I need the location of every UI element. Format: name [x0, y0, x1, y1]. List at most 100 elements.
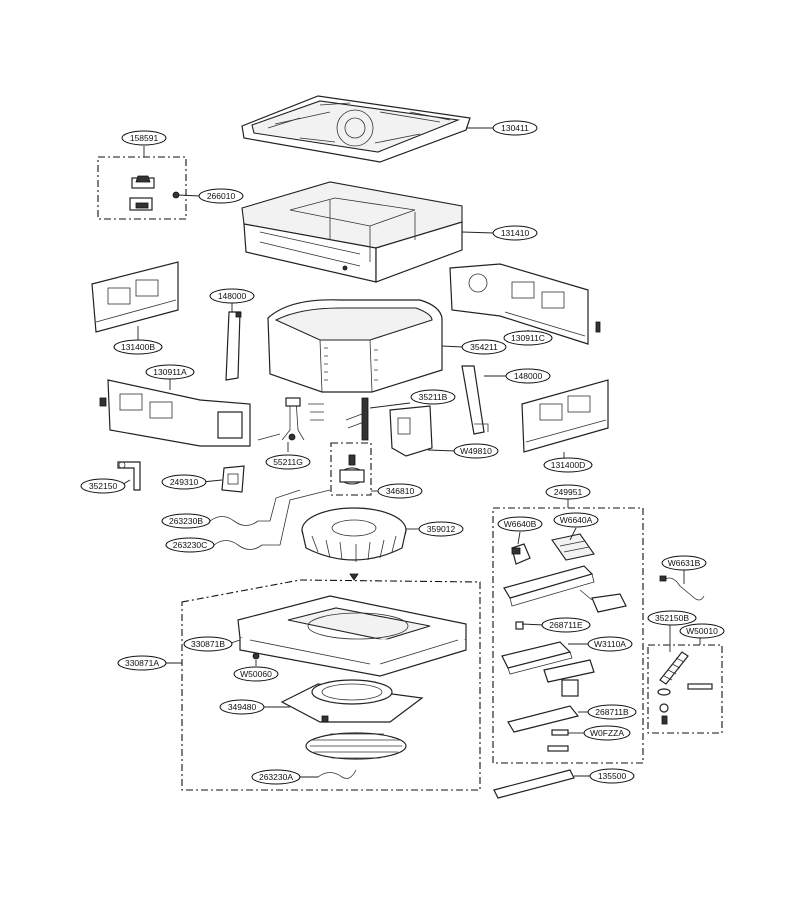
heat-exchanger-part: [267, 299, 443, 393]
pump-part: [221, 465, 245, 493]
callout-131400B: 131400B: [113, 339, 163, 355]
callout-268711E: 268711E: [541, 617, 591, 633]
screw-w50060-part: [252, 652, 260, 660]
side-panel-d-part: [521, 379, 609, 453]
callout-label: 130411: [501, 123, 529, 133]
side-panel-c-part: [449, 263, 601, 345]
side-panel-a-part: [99, 379, 251, 447]
wire-263230b-part: [209, 489, 301, 526]
cable-w6631b-part: [659, 575, 705, 601]
callout-label: 35211B: [419, 392, 448, 402]
bell-mouth-part: [280, 679, 424, 723]
terminal-268711e-part: [515, 621, 524, 630]
callout-label: 268711B: [595, 707, 629, 717]
callout-359012: 359012: [418, 521, 464, 537]
group-box-motor: [330, 442, 372, 496]
callout-349480: 349480: [219, 699, 265, 715]
callout-55211G: 55211G: [265, 454, 311, 470]
callout-263230B: 263230B: [161, 513, 211, 529]
callout-W50060: W50060: [233, 666, 279, 682]
control-box-part: [503, 565, 595, 607]
callout-label: 346810: [386, 486, 415, 496]
wire-263230c-part: [213, 489, 331, 550]
arrow-marker: [349, 573, 359, 581]
callout-148000-upper: 148000: [209, 288, 255, 304]
front-grille-part: [241, 95, 471, 163]
group-box-accessory-kit: [647, 644, 723, 734]
bracket-148000-left-part: [225, 311, 242, 381]
fuse-w0fzza-part: [547, 729, 569, 752]
callout-W6640B: W6640B: [497, 516, 543, 532]
callout-label: 131400D: [551, 460, 586, 470]
callout-label: 249951: [554, 487, 583, 497]
callout-label: 268711E: [549, 620, 583, 630]
callout-label: 359012: [427, 524, 456, 534]
control-bracket-part: [129, 175, 180, 211]
terminal-block-w3110a-part: [501, 641, 573, 675]
callout-label: 263230C: [173, 540, 208, 550]
callout-35211B: 35211B: [410, 389, 456, 405]
callout-158591: 158591: [121, 130, 167, 146]
callout-label: W49810: [460, 446, 492, 456]
callout-249310: 249310: [161, 474, 207, 490]
base-frame-part: [237, 595, 467, 677]
callout-label: 263230A: [259, 772, 293, 782]
callout-330871A: 330871A: [117, 655, 167, 671]
callout-label: W3110A: [594, 639, 626, 649]
callout-266010: 266010: [198, 188, 244, 204]
callout-label: W6640A: [560, 515, 593, 525]
drain-hose-352150b-part: [659, 651, 689, 685]
callout-label: 148000: [514, 371, 543, 381]
callout-W3110A: W3110A: [587, 636, 633, 652]
callout-130911C: 130911C: [503, 330, 553, 346]
callout-label: 352150: [89, 481, 118, 491]
callout-131410: 131410: [492, 225, 538, 241]
callout-label: 131410: [501, 228, 530, 238]
callout-352150: 352150: [80, 478, 126, 494]
callout-263230A: 263230A: [251, 769, 301, 785]
callout-268711B: 268711B: [587, 704, 637, 720]
callout-130911A: 130911A: [145, 364, 195, 380]
callout-label: 148000: [218, 291, 247, 301]
callout-346810: 346810: [377, 483, 423, 499]
callout-label: 330871B: [191, 639, 225, 649]
callout-label: 354211: [470, 342, 498, 352]
callout-label: 55211G: [273, 457, 303, 467]
callout-135500: 135500: [589, 768, 635, 784]
group-box-base-assembly: [181, 579, 481, 791]
callout-263230C: 263230C: [165, 537, 215, 553]
cabinet-top-part: [241, 181, 463, 283]
callout-W0FZZA: W0FZZA: [583, 725, 631, 741]
fan-motor-part: [339, 454, 365, 485]
callout-label: 263230B: [169, 516, 203, 526]
display-board-part: [579, 589, 627, 613]
callout-W6640A: W6640A: [553, 512, 599, 528]
callout-label: W0FZZA: [590, 728, 624, 738]
drain-cover-part: [389, 405, 433, 457]
side-panel-b-part: [91, 261, 179, 333]
callout-label: 131400B: [121, 342, 155, 352]
turbo-fan-part: [301, 507, 407, 562]
cover-bracket-part: [543, 659, 595, 697]
callout-label: 130911A: [153, 367, 187, 377]
pcb-w6640a-part: [551, 533, 595, 561]
callout-label: W50060: [240, 669, 272, 679]
callout-W50010: W50010: [679, 623, 725, 639]
callout-330871B: 330871B: [183, 636, 233, 652]
accessory-w50010-part: [657, 683, 713, 725]
fan-guard-part: [305, 732, 407, 760]
callout-label: W6631B: [668, 558, 701, 568]
callout-131400D: 131400D: [543, 457, 593, 473]
callout-label: 130911C: [511, 333, 545, 343]
callout-148000-lower: 148000: [505, 368, 551, 384]
callout-label: 266010: [207, 191, 236, 201]
pcb-w6640b-part: [511, 543, 531, 565]
callout-352150B: 352150B: [647, 610, 697, 626]
callout-label: 352150B: [655, 613, 689, 623]
cover-plate-135500-part: [493, 769, 575, 799]
callout-label: 158591: [130, 133, 159, 143]
callout-label: 249310: [170, 477, 199, 487]
bracket-148000-right-part: [461, 365, 489, 435]
callout-label: 135500: [598, 771, 627, 781]
